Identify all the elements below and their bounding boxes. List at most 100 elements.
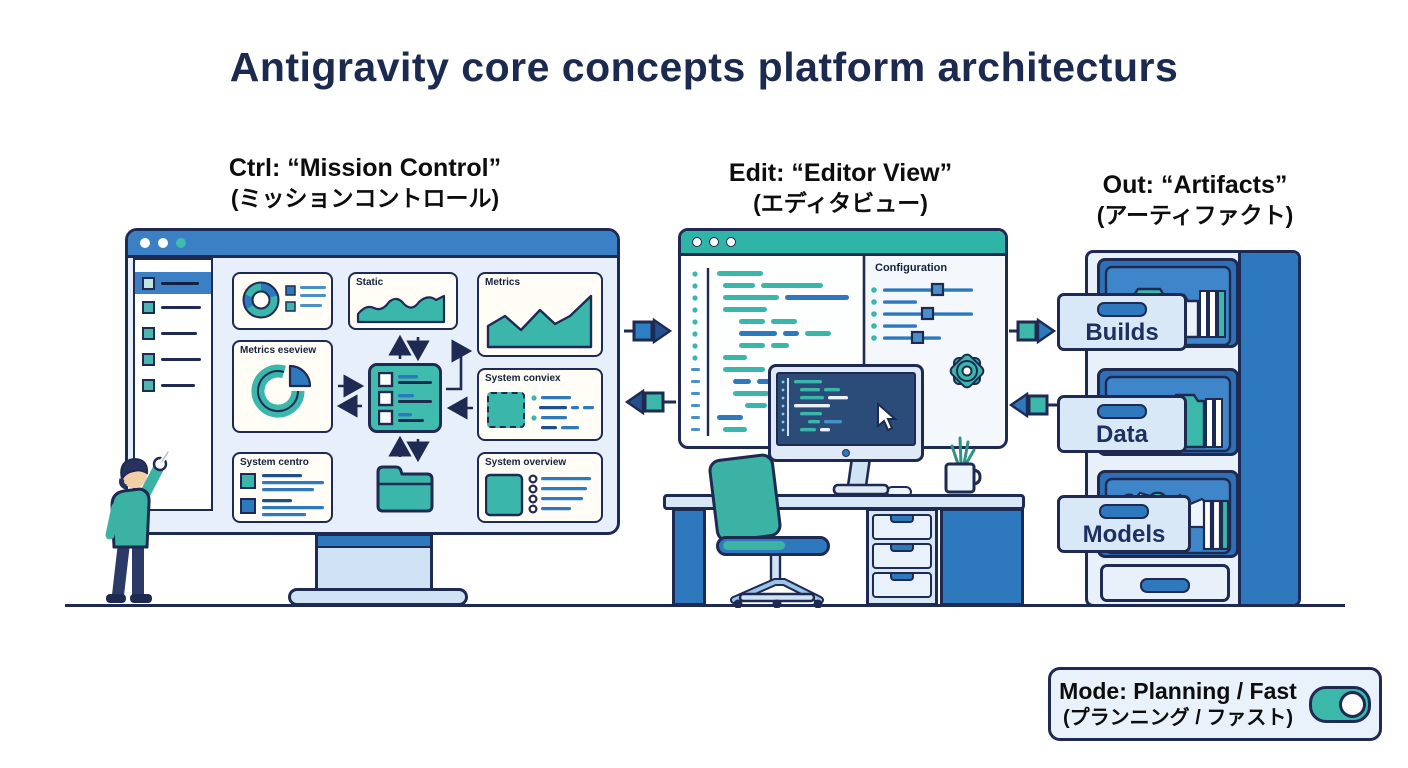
desktop-computer [768, 364, 924, 462]
folder-icon [376, 465, 434, 513]
chair-base [730, 554, 824, 608]
screen-code [781, 378, 898, 436]
header-mission-control-jp: (ミッションコントロール) [230, 185, 500, 212]
desk-drawer [872, 514, 932, 540]
drawer-bottom-handle [1140, 578, 1190, 593]
card-metrics: Metrics [477, 272, 603, 357]
sidebar-item-icon [142, 326, 155, 340]
conviex-lines [531, 395, 594, 430]
desk-drawer [872, 572, 932, 598]
sidebar-item[interactable] [135, 346, 211, 372]
dashed-square-icon [487, 392, 525, 428]
mode-title: Mode: Planning / Fast [1059, 678, 1297, 705]
card-system-centro: System centro [232, 452, 333, 523]
sidebar-item-icon [142, 300, 155, 314]
sidebar-item-text [161, 281, 199, 285]
window-dot-2 [158, 238, 168, 248]
window-dot-1 [140, 238, 150, 248]
sidebar-item-icon [142, 352, 155, 366]
centro-lines [240, 473, 324, 517]
metrics-area-chart [486, 294, 593, 349]
configuration-title: Configuration [875, 262, 948, 274]
plant-icon [944, 436, 982, 494]
gear-icon [949, 353, 985, 389]
mode-box: Mode: Planning / Fast (プランニング / ファスト) [1048, 667, 1382, 741]
sidebar-item-text [161, 383, 195, 387]
shelf-side-panel [1238, 253, 1298, 604]
arrow-artifacts-to-editor [1008, 391, 1059, 419]
editor-titlebar [681, 231, 1005, 256]
drawer-bottom [1100, 564, 1230, 602]
static-area-chart [356, 294, 446, 324]
drawer-builds-label: Builds [1085, 319, 1159, 346]
chair-cushion [723, 541, 785, 550]
checklist-icon [378, 372, 432, 426]
toggle-knob [1338, 690, 1366, 718]
header-mission-control: Ctrl: “Mission Control” (ミッションコントロール) [185, 153, 545, 213]
configuration-sliders[interactable] [870, 282, 990, 344]
header-mission-control-en: Ctrl: “Mission Control” [228, 154, 502, 182]
drawer-models-label: Models [1082, 521, 1166, 548]
window-dot-1 [692, 237, 702, 247]
arrow-editor-to-mission [624, 388, 676, 416]
drawer-builds: Builds [1057, 293, 1187, 351]
donut-chart [242, 281, 326, 319]
drawer-builds-handle [1097, 302, 1147, 317]
mission-titlebar [128, 231, 617, 258]
cursor-icon [877, 401, 898, 432]
window-dot-3 [176, 238, 186, 248]
drawer-handle [890, 574, 914, 581]
sidebar-item-text [161, 305, 201, 309]
hub-checklist [368, 363, 442, 433]
card-metrics-eseview-label: Metrics eseview [240, 345, 317, 356]
sidebar-item-active[interactable] [135, 272, 211, 294]
card-system-overview-label: System overview [485, 457, 567, 468]
mode-subtitle: (プランニング / ファスト) [1062, 706, 1293, 729]
sidebar-item-icon [142, 378, 155, 392]
card-metrics-eseview: Metrics eseview [232, 340, 333, 433]
header-editor-view-jp: (エディタビュー) [753, 190, 928, 217]
card-system-conviex: System conviex [477, 368, 603, 441]
gutter-dots [691, 271, 700, 431]
sidebar-item-text [161, 357, 201, 361]
chair-backrest [707, 452, 783, 544]
desk-drawer-unit [866, 508, 938, 606]
arrow-mission-to-editor [624, 317, 673, 345]
header-artifacts: Out: “Artifacts” (アーティファクト) [1040, 170, 1350, 230]
card-metrics-label: Metrics [485, 277, 521, 288]
window-dot-3 [726, 237, 736, 247]
chair-seat [716, 536, 830, 556]
header-artifacts-jp: (アーティファクト) [1096, 202, 1294, 229]
card-static-label: Static [356, 277, 384, 288]
sidebar-item[interactable] [135, 372, 211, 398]
card-system-conviex-label: System conviex [485, 373, 561, 384]
drawer-models-handle [1099, 504, 1149, 519]
computer-screen [776, 372, 916, 446]
drawer-models: Models [1057, 495, 1191, 553]
desk-right-panel [940, 508, 1024, 606]
drawer-data: Data [1057, 395, 1187, 453]
card-system-overview: System overview [477, 452, 603, 523]
card-static: Static [348, 272, 458, 330]
sidebar-item[interactable] [135, 320, 211, 346]
window-dot-2 [709, 237, 719, 247]
header-artifacts-en: Out: “Artifacts” [1102, 171, 1288, 199]
computer-camera-dot [842, 449, 850, 457]
desk-left-leg [672, 508, 706, 606]
sidebar-item[interactable] [135, 294, 211, 320]
card-donut-summary [232, 272, 333, 330]
header-editor-view-en: Edit: “Editor View” [728, 159, 953, 187]
card-system-centro-label: System centro [240, 457, 309, 468]
sidebar-item-icon [142, 276, 155, 290]
drawer-handle [890, 545, 914, 552]
overview-lines [485, 473, 591, 517]
mode-toggle[interactable] [1308, 685, 1371, 723]
drawer-data-handle [1097, 404, 1147, 419]
pie-donut-chart [251, 364, 312, 418]
monitor-stand-neck [315, 533, 433, 591]
computer-stand [832, 458, 890, 496]
page-title: Antigravity core concepts platform archi… [229, 44, 1179, 90]
desk-drawer [872, 543, 932, 569]
drawer-data-label: Data [1095, 421, 1149, 448]
